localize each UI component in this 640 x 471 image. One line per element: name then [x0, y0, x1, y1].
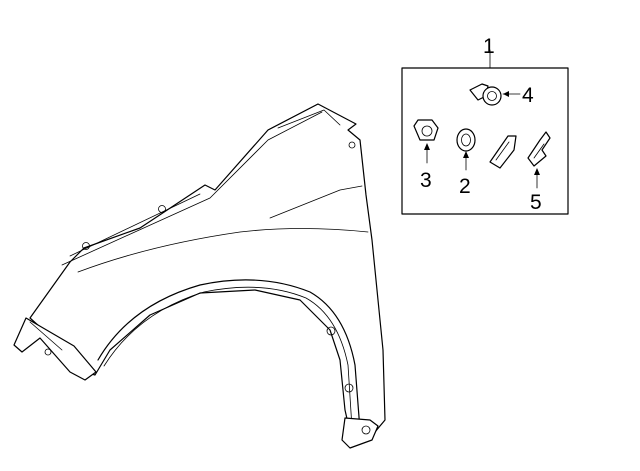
fender-panel[interactable]	[13, 103, 386, 449]
callout-5: 5	[530, 191, 542, 214]
grommet-part-2[interactable]: 2	[456, 128, 476, 198]
parts-kit-box: 1	[401, 35, 569, 215]
trim-piece[interactable]	[489, 135, 517, 169]
callout-4: 4	[522, 84, 534, 107]
callout-1: 1	[483, 35, 495, 58]
retainer-part-3[interactable]: 3	[413, 119, 439, 192]
seal-part-5[interactable]: 5	[527, 131, 551, 214]
callout-2: 2	[459, 175, 471, 198]
clip-part-4[interactable]: 4	[469, 83, 534, 107]
callout-3: 3	[420, 169, 432, 192]
